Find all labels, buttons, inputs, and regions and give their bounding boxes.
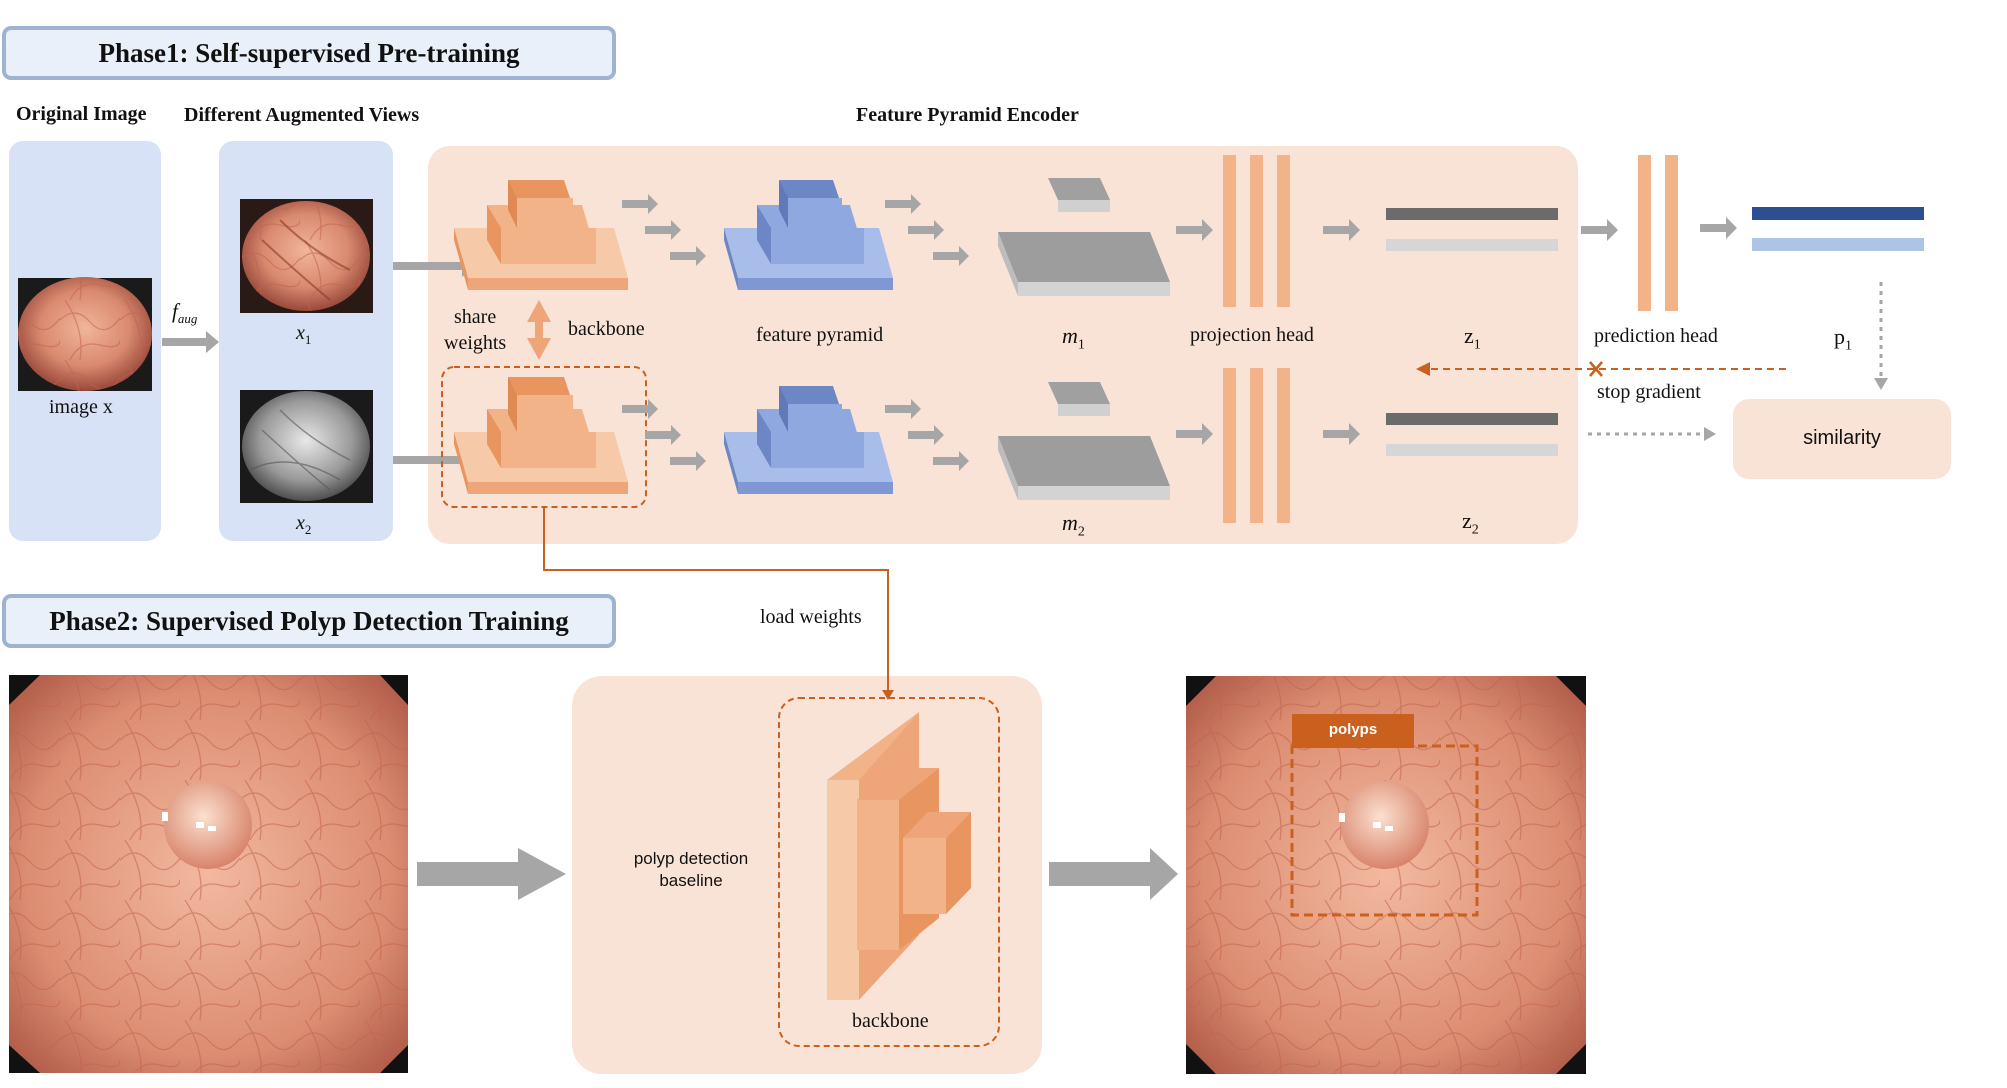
p1-label: p1 [1834, 324, 1852, 354]
stop-gradient-cross [1589, 361, 1603, 377]
feature-pyramid-bottom [724, 386, 893, 494]
polyp-label-background [1292, 714, 1414, 748]
polyps-label: polyps [1328, 721, 1378, 738]
augmented-view-x2 [240, 390, 373, 503]
stop-gradient-label: stop gradient [1597, 381, 1701, 403]
arrow-projection-z1 [1323, 219, 1360, 241]
phase2-title: Phase2: Supervised Polyp Detection Train… [2, 594, 616, 648]
projection-head-top [1223, 155, 1290, 307]
projection-head-label: projection head [1190, 324, 1314, 346]
arrow-input-detection [417, 848, 566, 900]
z2-subscript: 2 [1471, 522, 1479, 538]
arrow-prediction-p1 [1700, 217, 1737, 239]
share-weights-line1: share [454, 306, 497, 328]
input-endoscopy-image [9, 675, 408, 1073]
arrow-m2-projection [1176, 423, 1213, 445]
arrow-z1-prediction [1581, 219, 1618, 241]
share-weights-arrow [527, 300, 551, 360]
load-weights-head [882, 690, 894, 700]
feature-pyramid-encoder-header: Feature Pyramid Encoder [856, 104, 1079, 126]
backbone-bottom [454, 377, 628, 494]
m2-subscript: 2 [1077, 524, 1085, 540]
arrows-pyramid-m [885, 194, 969, 471]
arrow-p1-similarity-head [1874, 378, 1888, 390]
f-aug-subscript: aug [177, 311, 198, 327]
load-weights-connector [543, 507, 889, 692]
similarity-label: similarity [1803, 427, 1881, 449]
p1-vector [1752, 207, 1924, 251]
arrow-x1-backbone [393, 255, 475, 277]
backbone-top [454, 180, 628, 290]
feature-pyramid-top [724, 180, 893, 290]
polyp-detection-baseline-label: polyp detection baseline [614, 848, 768, 892]
m1-features [998, 178, 1170, 296]
backbone-label: backbone [568, 318, 645, 340]
augmentation-arrow [162, 331, 219, 353]
phase1-title: Phase1: Self-supervised Pre-training [2, 26, 616, 80]
z1-subscript: 1 [1473, 337, 1481, 353]
x1-subscript: 1 [304, 332, 312, 347]
f-aug-label: faug [172, 299, 198, 327]
z2-label: z2 [1462, 508, 1479, 538]
p1-subscript: 1 [1845, 338, 1852, 354]
detection-backbone-blocks [827, 712, 971, 1000]
feature-pyramid-label: feature pyramid [756, 324, 884, 346]
original-image-header: Original Image [16, 103, 147, 125]
prediction-head-label: prediction head [1594, 325, 1718, 347]
output-endoscopy-image [1186, 676, 1586, 1074]
m2-features [998, 382, 1170, 500]
x1-label: x1 [296, 322, 312, 347]
z1-vector [1386, 208, 1558, 251]
stop-gradient-head [1416, 362, 1430, 376]
polyp-detection-line1: polyp detection [633, 849, 749, 868]
m2-label: m2 [1062, 510, 1085, 540]
z1-label: z1 [1464, 323, 1481, 353]
load-weights-label: load weights [760, 606, 862, 628]
prediction-head [1638, 155, 1678, 311]
image-x-label: image x [49, 396, 113, 418]
m1-subscript: 1 [1077, 337, 1085, 353]
detection-backbone-dashed-box [778, 697, 1000, 1047]
augmented-views-header: Different Augmented Views [184, 104, 420, 126]
share-weights-line2: weights [444, 332, 507, 354]
original-image [18, 277, 152, 391]
projection-head-bottom [1223, 368, 1290, 523]
similarity-box [1733, 399, 1951, 479]
detection-backbone-label: backbone [852, 1010, 929, 1032]
m1-label: m1 [1062, 323, 1085, 353]
arrow-m1-projection [1176, 219, 1213, 241]
share-weights-label: share weights [444, 304, 506, 356]
z2-vector [1386, 413, 1558, 456]
arrow-z2-similarity-head [1704, 427, 1716, 441]
arrow-x2-backbone [393, 449, 475, 471]
x2-label: x2 [296, 512, 312, 537]
arrow-projection-z2 [1323, 423, 1360, 445]
augmented-view-x1 [240, 199, 373, 313]
polyp-detection-line2: baseline [659, 871, 723, 890]
x2-subscript: 2 [304, 522, 312, 537]
arrows-backbone-pyramid [622, 194, 706, 471]
arrow-detection-output [1049, 848, 1178, 900]
